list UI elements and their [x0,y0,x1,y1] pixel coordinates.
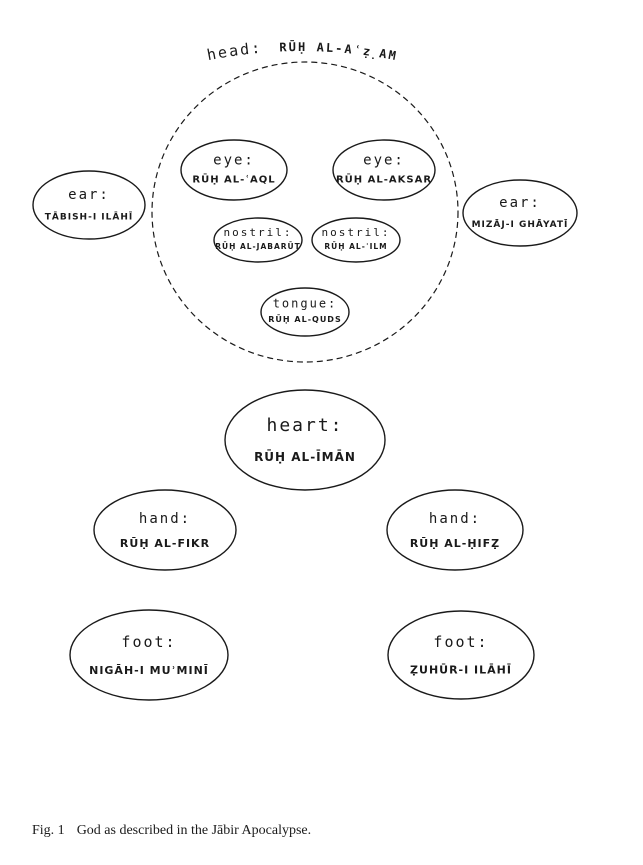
head-name: RŪḤ AL-Aʿẓ̣AM [279,39,399,63]
tongue-node: tongue: RŪḤ AL-QUDS [260,287,350,337]
ear-right-node: ear: MIZĀJ-I GHĀYATĪ [462,179,578,247]
ear-left-ellipse [32,170,146,240]
foot-left-node: foot: NIGĀH-I MUʾMINĪ [69,609,229,701]
caption-number: Fig. 1 [32,823,65,838]
hand-right-part-label: hand: [429,511,481,527]
nostril-right-ellipse [311,217,401,263]
hand-left-name-label: RŪḤ AL-FIKR [120,537,210,550]
tongue-ellipse [260,287,350,337]
caption-text: God as described in the Jābir Apocalypse… [76,823,312,838]
hand-right-name-label: RŪḤ AL-ḤIFẒ [410,537,500,550]
eye-right-node: eye: RŪḤ AL-AKSAR [332,139,436,201]
foot-right-ellipse [387,610,535,700]
ear-left-part-label: ear: [68,187,110,203]
hand-right-node: hand: RŪḤ AL-ḤIFẒ [386,489,524,571]
foot-right-name-label: ẒUHŪR-I ILĀHĪ [410,663,512,676]
tongue-part-label: tongue: [273,297,338,311]
hand-left-part-label: hand: [139,511,191,527]
heart-ellipse [224,389,386,491]
eye-right-ellipse [332,139,436,201]
ear-left-node: ear: TĀBISH-I ILĀHĪ [32,170,146,240]
nostril-left-part-label: nostril: [224,226,293,239]
foot-right-node: foot: ẒUHŪR-I ILĀHĪ [387,610,535,700]
eye-left-part-label: eye: [213,153,255,169]
head-label: head: RŪḤ AL-Aʿẓ̣AM [205,38,399,64]
heart-name-label: RŪḤ AL-ĪMĀN [254,449,356,464]
ear-left-name-label: TĀBISH-I ILĀHĪ [45,211,133,222]
foot-left-name-label: NIGĀH-I MUʾMINĪ [89,664,209,677]
eye-right-name-label: RŪḤ AL-AKSAR [336,173,432,186]
eye-left-node: eye: RŪḤ AL-ʿAQL [180,139,288,201]
figure-caption: Fig. 1 God as described in the Jābir Apoc… [32,823,311,839]
head-circle [151,61,459,363]
foot-left-ellipse [69,609,229,701]
foot-right-part-label: foot: [433,633,488,651]
heart-node: heart: RŪḤ AL-ĪMĀN [224,389,386,491]
heart-part-label: heart: [266,415,343,436]
eye-right-part-label: eye: [363,153,405,169]
nostril-right-node: nostril: RŪḤ AL-ʿILM [311,217,401,263]
nostril-right-part-label: nostril: [322,226,391,239]
hand-right-ellipse [386,489,524,571]
hand-left-ellipse [93,489,237,571]
nostril-left-ellipse [213,217,303,263]
ear-right-name-label: MIZĀJ-I GHĀYATĪ [472,219,569,230]
nostril-left-name-label: RŪḤ AL-JABARŪT [215,242,301,251]
tongue-name-label: RŪḤ AL-QUDS [268,314,341,324]
head-part: head: [205,39,263,65]
hand-left-node: hand: RŪḤ AL-FIKR [93,489,237,571]
eye-left-name-label: RŪḤ AL-ʿAQL [192,173,275,186]
body-parts: eye: RŪḤ AL-ʿAQL eye: RŪḤ AL-AKSAR ear: TĀBIS… [32,139,578,701]
nostril-left-node: nostril: RŪḤ AL-JABARŪT [213,217,303,263]
nostril-right-name-label: RŪḤ AL-ʿILM [324,242,387,251]
eye-left-ellipse [180,139,288,201]
ear-right-ellipse [462,179,578,247]
ear-right-part-label: ear: [499,195,541,211]
foot-left-part-label: foot: [121,633,176,651]
